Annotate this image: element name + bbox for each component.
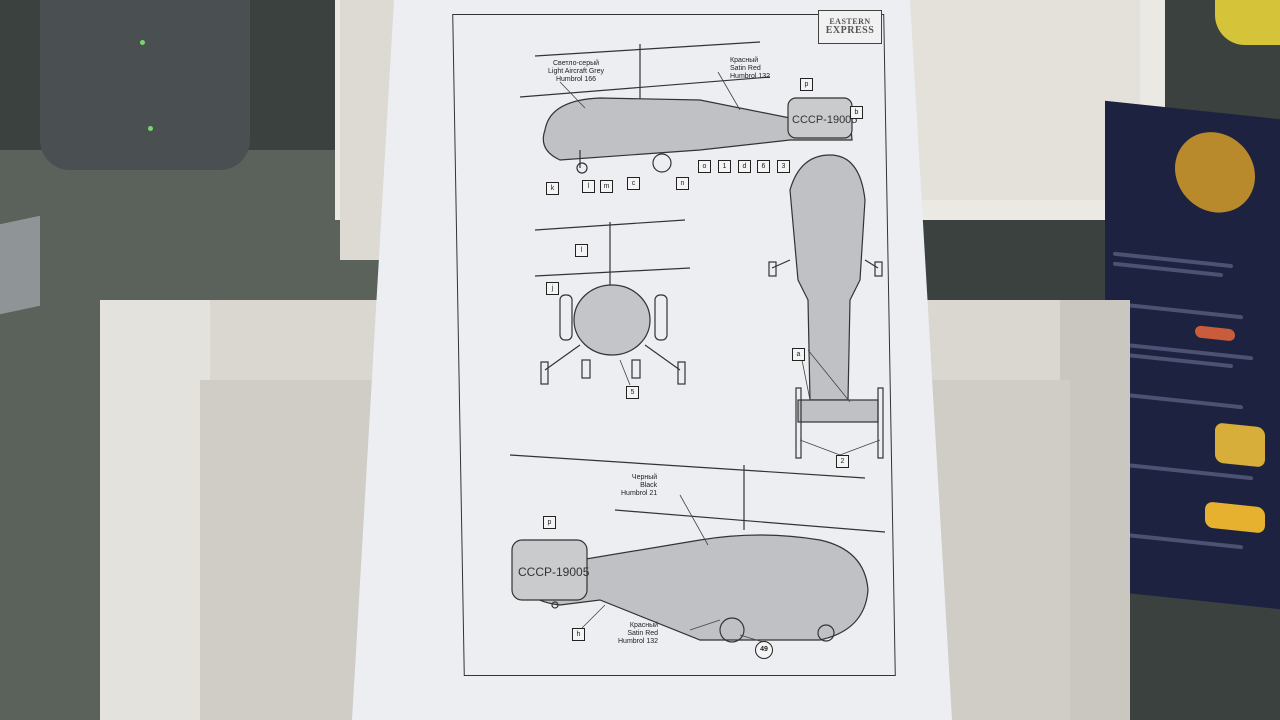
part-label-p-top: p xyxy=(800,78,813,91)
part-label-6: 6 xyxy=(757,160,770,173)
part-label-k: k xyxy=(546,182,559,195)
part-label-j: j xyxy=(546,282,559,295)
part-label-n: n xyxy=(676,177,689,190)
background-box-base-right-wall xyxy=(1060,300,1130,720)
page-number-badge: 49 xyxy=(755,641,773,659)
part-label-l-front: l xyxy=(575,244,588,257)
background-box-lid-inner xyxy=(900,0,1140,200)
front-view-helicopter xyxy=(534,219,691,385)
part-label-d: d xyxy=(738,160,751,173)
side-view-top-helicopter xyxy=(519,41,853,174)
logo-top-text: EASTERN xyxy=(829,17,871,26)
paint-callout-black: Черный Black Humbrol 21 xyxy=(621,474,658,497)
registration-bottom-mark: СССР-19005 xyxy=(518,565,590,579)
eastern-express-logo: EASTERN EXPRESS xyxy=(818,10,882,44)
paint-callout-red-bottom: Красный Satin Red Humbrol 132 xyxy=(618,622,659,645)
part-label-3: 3 xyxy=(777,160,790,173)
part-label-a: a xyxy=(792,348,805,361)
part-label-c: c xyxy=(627,177,640,190)
background-box-base-left-wall xyxy=(100,300,210,720)
logo-bottom-text: EXPRESS xyxy=(825,25,875,36)
part-label-1: 1 xyxy=(718,160,731,173)
registration-top-mark: СССР-19005 xyxy=(792,114,857,126)
part-label-5: 5 xyxy=(626,386,639,399)
background-device xyxy=(40,0,250,170)
leader-lines xyxy=(559,71,881,643)
plan-view-helicopter xyxy=(768,154,884,459)
part-label-b: b xyxy=(850,106,863,119)
paint-callout-red-top: Красный Satin Red Humbrol 132 xyxy=(730,57,771,80)
paint-callout-light-grey: Светло-серый Light Aircraft Grey Humbrol… xyxy=(548,60,605,83)
part-label-2: 2 xyxy=(836,455,849,468)
part-label-p-bottom: p xyxy=(543,516,556,529)
background-yellow-object xyxy=(1215,0,1280,45)
part-label-h: h xyxy=(572,628,585,641)
part-label-m: m xyxy=(600,180,613,193)
side-view-bottom-helicopter xyxy=(509,454,886,643)
part-label-l-top: l xyxy=(582,180,595,193)
part-label-o: o xyxy=(698,160,711,173)
